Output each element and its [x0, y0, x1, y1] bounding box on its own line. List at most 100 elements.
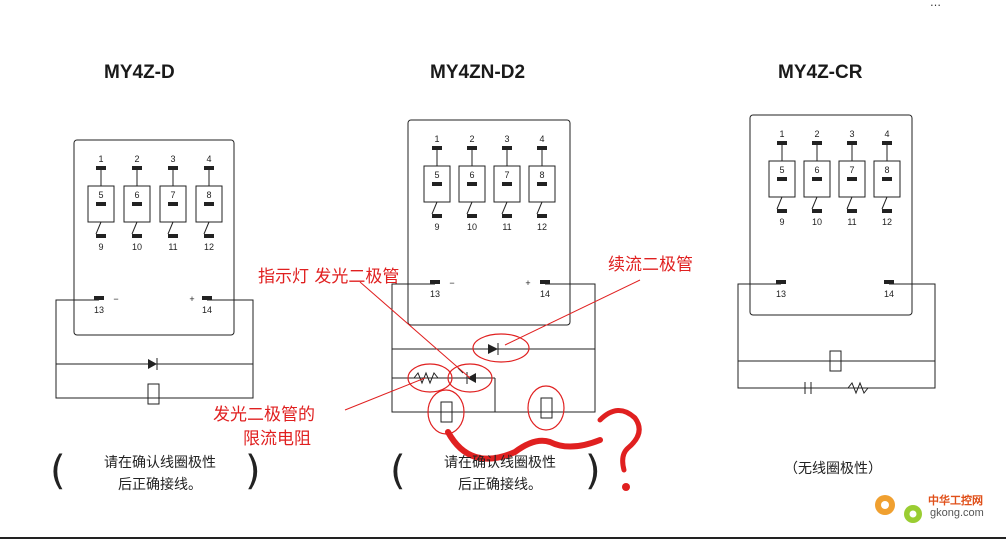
pin-label-top: 2	[134, 154, 139, 164]
pin-bottom	[502, 214, 512, 218]
pin-label-mid: 7	[170, 190, 175, 200]
pin-label-bottom: 12	[204, 242, 214, 252]
coil-minus-label: −	[449, 278, 454, 288]
pin-mid	[432, 182, 442, 186]
coil-circuit	[55, 299, 254, 399]
pin-mid	[882, 177, 892, 181]
pin-top	[96, 166, 106, 170]
pin-label-mid: 8	[884, 165, 889, 175]
pin-label-top: 3	[170, 154, 175, 164]
annotation-leaders	[344, 279, 641, 411]
diode-symbol	[148, 359, 157, 369]
contact-arm	[501, 201, 508, 215]
pin-bottom	[882, 209, 892, 213]
pin-bottom	[812, 209, 822, 213]
freewheel-diode-symbol	[488, 344, 498, 354]
contact-arm	[431, 201, 438, 215]
pin-label-mid: 8	[206, 190, 211, 200]
circle-indicator-led	[447, 363, 493, 393]
pin-label-top: 4	[884, 129, 889, 139]
pin-mid	[777, 177, 787, 181]
coil-label-14: 14	[202, 305, 212, 315]
pin-label-bottom: 11	[847, 217, 856, 227]
led-symbol	[467, 373, 476, 383]
relay-outline	[73, 139, 235, 336]
contact-arm	[466, 201, 473, 215]
coil-pin-13	[430, 280, 440, 284]
coil-circuit	[391, 283, 596, 413]
coil-circuit	[737, 283, 936, 389]
annotation-freewheel-diode: 续流二极管	[608, 255, 693, 275]
pin-top	[168, 166, 178, 170]
note-my4z-cr: （无线圈极性）	[758, 458, 908, 480]
pin-label-top: 2	[814, 129, 819, 139]
paren-close-2: )	[585, 448, 601, 494]
coil-pin-14	[202, 296, 212, 300]
contact-arm	[131, 221, 138, 235]
coil-pin-13	[776, 280, 786, 284]
coil-symbol-left	[440, 401, 453, 423]
pin-mid	[132, 202, 142, 206]
pin-label-top: 1	[779, 129, 784, 139]
header-fragment: …	[930, 0, 941, 9]
coil-plus-label: +	[525, 278, 530, 288]
pin-bottom	[432, 214, 442, 218]
pin-label-bottom: 12	[882, 217, 892, 227]
contact-arm	[881, 196, 888, 210]
pin-top	[467, 146, 477, 150]
diagram-title-my4zn-d2: MY4ZN-D2	[430, 62, 526, 83]
coil-plus-label: +	[189, 294, 194, 304]
led-resistor-symbol	[413, 371, 439, 385]
pin-label-mid: 5	[434, 170, 439, 180]
paren-open-1: (	[50, 448, 66, 494]
coil-label-13: 13	[94, 305, 104, 315]
pin-label-bottom: 11	[502, 222, 511, 232]
note-line-1: 请在确认线圈极性	[104, 455, 216, 471]
pin-label-mid: 6	[814, 165, 819, 175]
pin-label-bottom: 11	[168, 242, 177, 252]
pin-label-bottom: 9	[779, 217, 784, 227]
pin-mid	[537, 182, 547, 186]
pin-top	[204, 166, 214, 170]
pin-label-top: 4	[206, 154, 211, 164]
coil-pin-13	[94, 296, 104, 300]
coil-symbol-right	[540, 397, 553, 419]
pin-label-top: 1	[98, 154, 103, 164]
pin-label-bottom: 10	[132, 242, 142, 252]
pin-bottom	[96, 234, 106, 238]
contact-arm	[167, 221, 174, 235]
pin-bottom	[132, 234, 142, 238]
logo-gear-icon	[875, 495, 922, 523]
pin-top	[537, 146, 547, 150]
note-line-2: 后正确接线。	[458, 477, 542, 493]
paren-open-2: (	[390, 448, 406, 494]
annotation-indicator-led: 指示灯 发光二极管	[258, 267, 400, 287]
note-line-1: （无线圈极性）	[784, 461, 882, 477]
pin-label-top: 3	[849, 129, 854, 139]
red-question-hook	[597, 408, 642, 473]
contact-arm	[846, 196, 853, 210]
pin-bottom	[537, 214, 547, 218]
pin-label-bottom: 9	[98, 242, 103, 252]
leader-freewheel-diode	[504, 279, 641, 346]
coil-symbol	[147, 383, 160, 405]
pin-label-bottom: 10	[812, 217, 822, 227]
pin-bottom	[168, 234, 178, 238]
pin-label-bottom: 10	[467, 222, 477, 232]
pin-label-mid: 7	[849, 165, 854, 175]
pin-mid	[812, 177, 822, 181]
coil-symbol	[829, 350, 842, 372]
pin-top	[847, 141, 857, 145]
coil-label-13: 13	[430, 289, 440, 299]
coil-label-14: 14	[540, 289, 550, 299]
circle-freewheel-diode	[472, 333, 530, 363]
pin-label-mid: 5	[98, 190, 103, 200]
logo-domain: gkong.com	[930, 507, 984, 519]
pin-bottom	[777, 209, 787, 213]
pin-mid	[502, 182, 512, 186]
pin-top	[132, 166, 142, 170]
pin-mid	[847, 177, 857, 181]
